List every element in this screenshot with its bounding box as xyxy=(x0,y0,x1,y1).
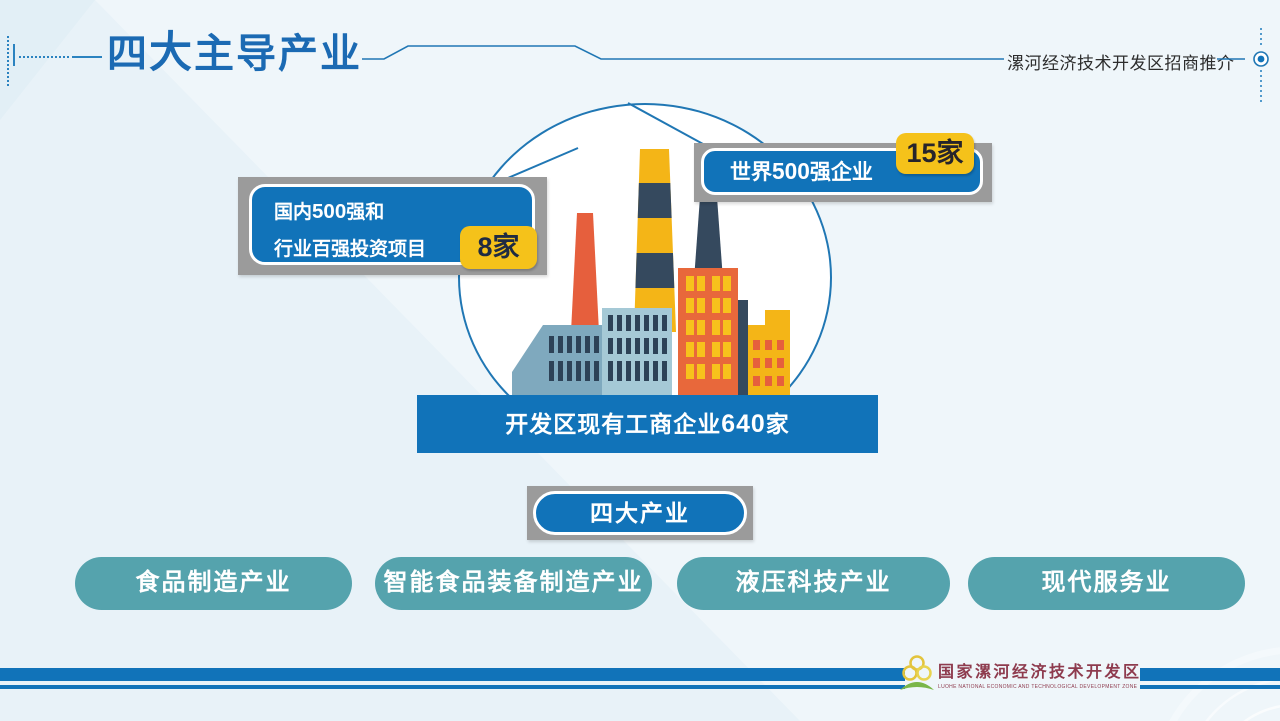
world-500-count-badge: 15家 xyxy=(896,133,974,174)
title-dash xyxy=(72,56,102,58)
four-industries-pill-body: 四大产业 xyxy=(533,491,747,535)
domestic-500-line2: 行业百强投资项目 xyxy=(274,238,427,260)
footer-bar-right-thin xyxy=(1140,685,1280,689)
title-part: 四 xyxy=(107,31,149,76)
four-industries-pill: 四大产业 xyxy=(527,486,753,540)
footer-bar-left-thick xyxy=(0,668,905,681)
left-dotted-rule xyxy=(7,36,9,86)
footer-bar-left-thin xyxy=(0,685,905,689)
left-solid-rule xyxy=(13,44,15,66)
title-dotted-leader xyxy=(19,56,69,58)
development-zone-logo-icon xyxy=(900,655,934,690)
total-enterprises-bar: 开发区现有工商企业640家 xyxy=(417,395,878,453)
industry-hydraulic-tech: 液压科技产业 xyxy=(677,557,950,610)
footer-bar-right-thick xyxy=(1140,668,1280,681)
page-title: 四大主导产业 xyxy=(107,28,362,80)
industry-food-manufacturing: 食品制造产业 xyxy=(75,557,352,610)
org-name-en: LUOHE NATIONAL ECONOMIC AND TECHNOLOGICA… xyxy=(938,684,1138,690)
development-zone-wordmark: 国家漯河经济技术开发区 LUOHE NATIONAL ECONOMIC AND … xyxy=(938,658,1142,690)
domestic-500-count-badge: 8家 xyxy=(460,226,537,269)
domestic-500-line1: 国内500强和 xyxy=(274,200,385,223)
industry-smart-food-equipment: 智能食品装备制造产业 xyxy=(375,557,652,610)
slide-subtitle: 漯河经济技术开发区招商推介 xyxy=(1007,54,1235,73)
header-rule-lines xyxy=(362,28,1269,104)
org-name-cn: 国家漯河经济技术开发区 xyxy=(938,664,1142,681)
title-part: 主导产业 xyxy=(194,31,362,76)
industry-modern-services: 现代服务业 xyxy=(968,557,1245,610)
title-part-emphasis: 大 xyxy=(149,30,194,77)
